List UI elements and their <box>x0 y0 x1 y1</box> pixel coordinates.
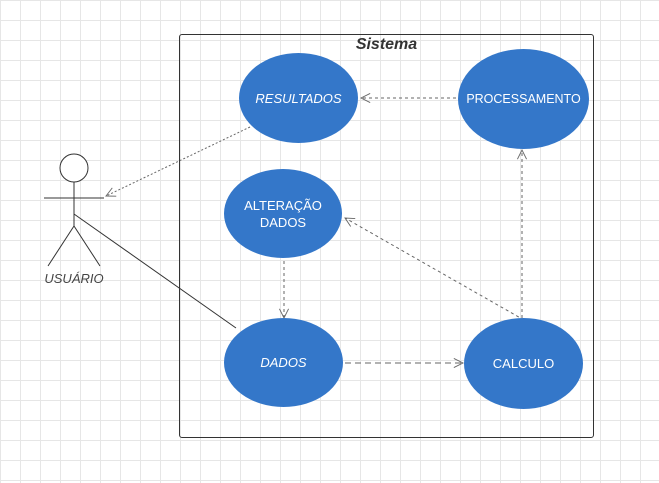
dependency-calculo-alteracao <box>345 218 525 321</box>
actor-figure[interactable] <box>44 153 104 267</box>
usecase-dados[interactable]: DADOS <box>224 318 343 407</box>
usecase-processamento[interactable]: PROCESSAMENTO <box>458 49 589 149</box>
association-actor-dados <box>73 213 237 329</box>
actor-label: USUÁRIO <box>44 271 104 286</box>
usecase-calculo[interactable]: CALCULO <box>464 318 583 409</box>
system-boundary[interactable] <box>179 34 594 438</box>
dependency-resultados-actor <box>106 126 251 196</box>
usecase-resultados[interactable]: RESULTADOS <box>239 53 358 143</box>
usecase-alteracao-dados[interactable]: ALTERAÇÃO DADOS <box>224 169 342 258</box>
system-title: Sistema <box>355 36 418 53</box>
